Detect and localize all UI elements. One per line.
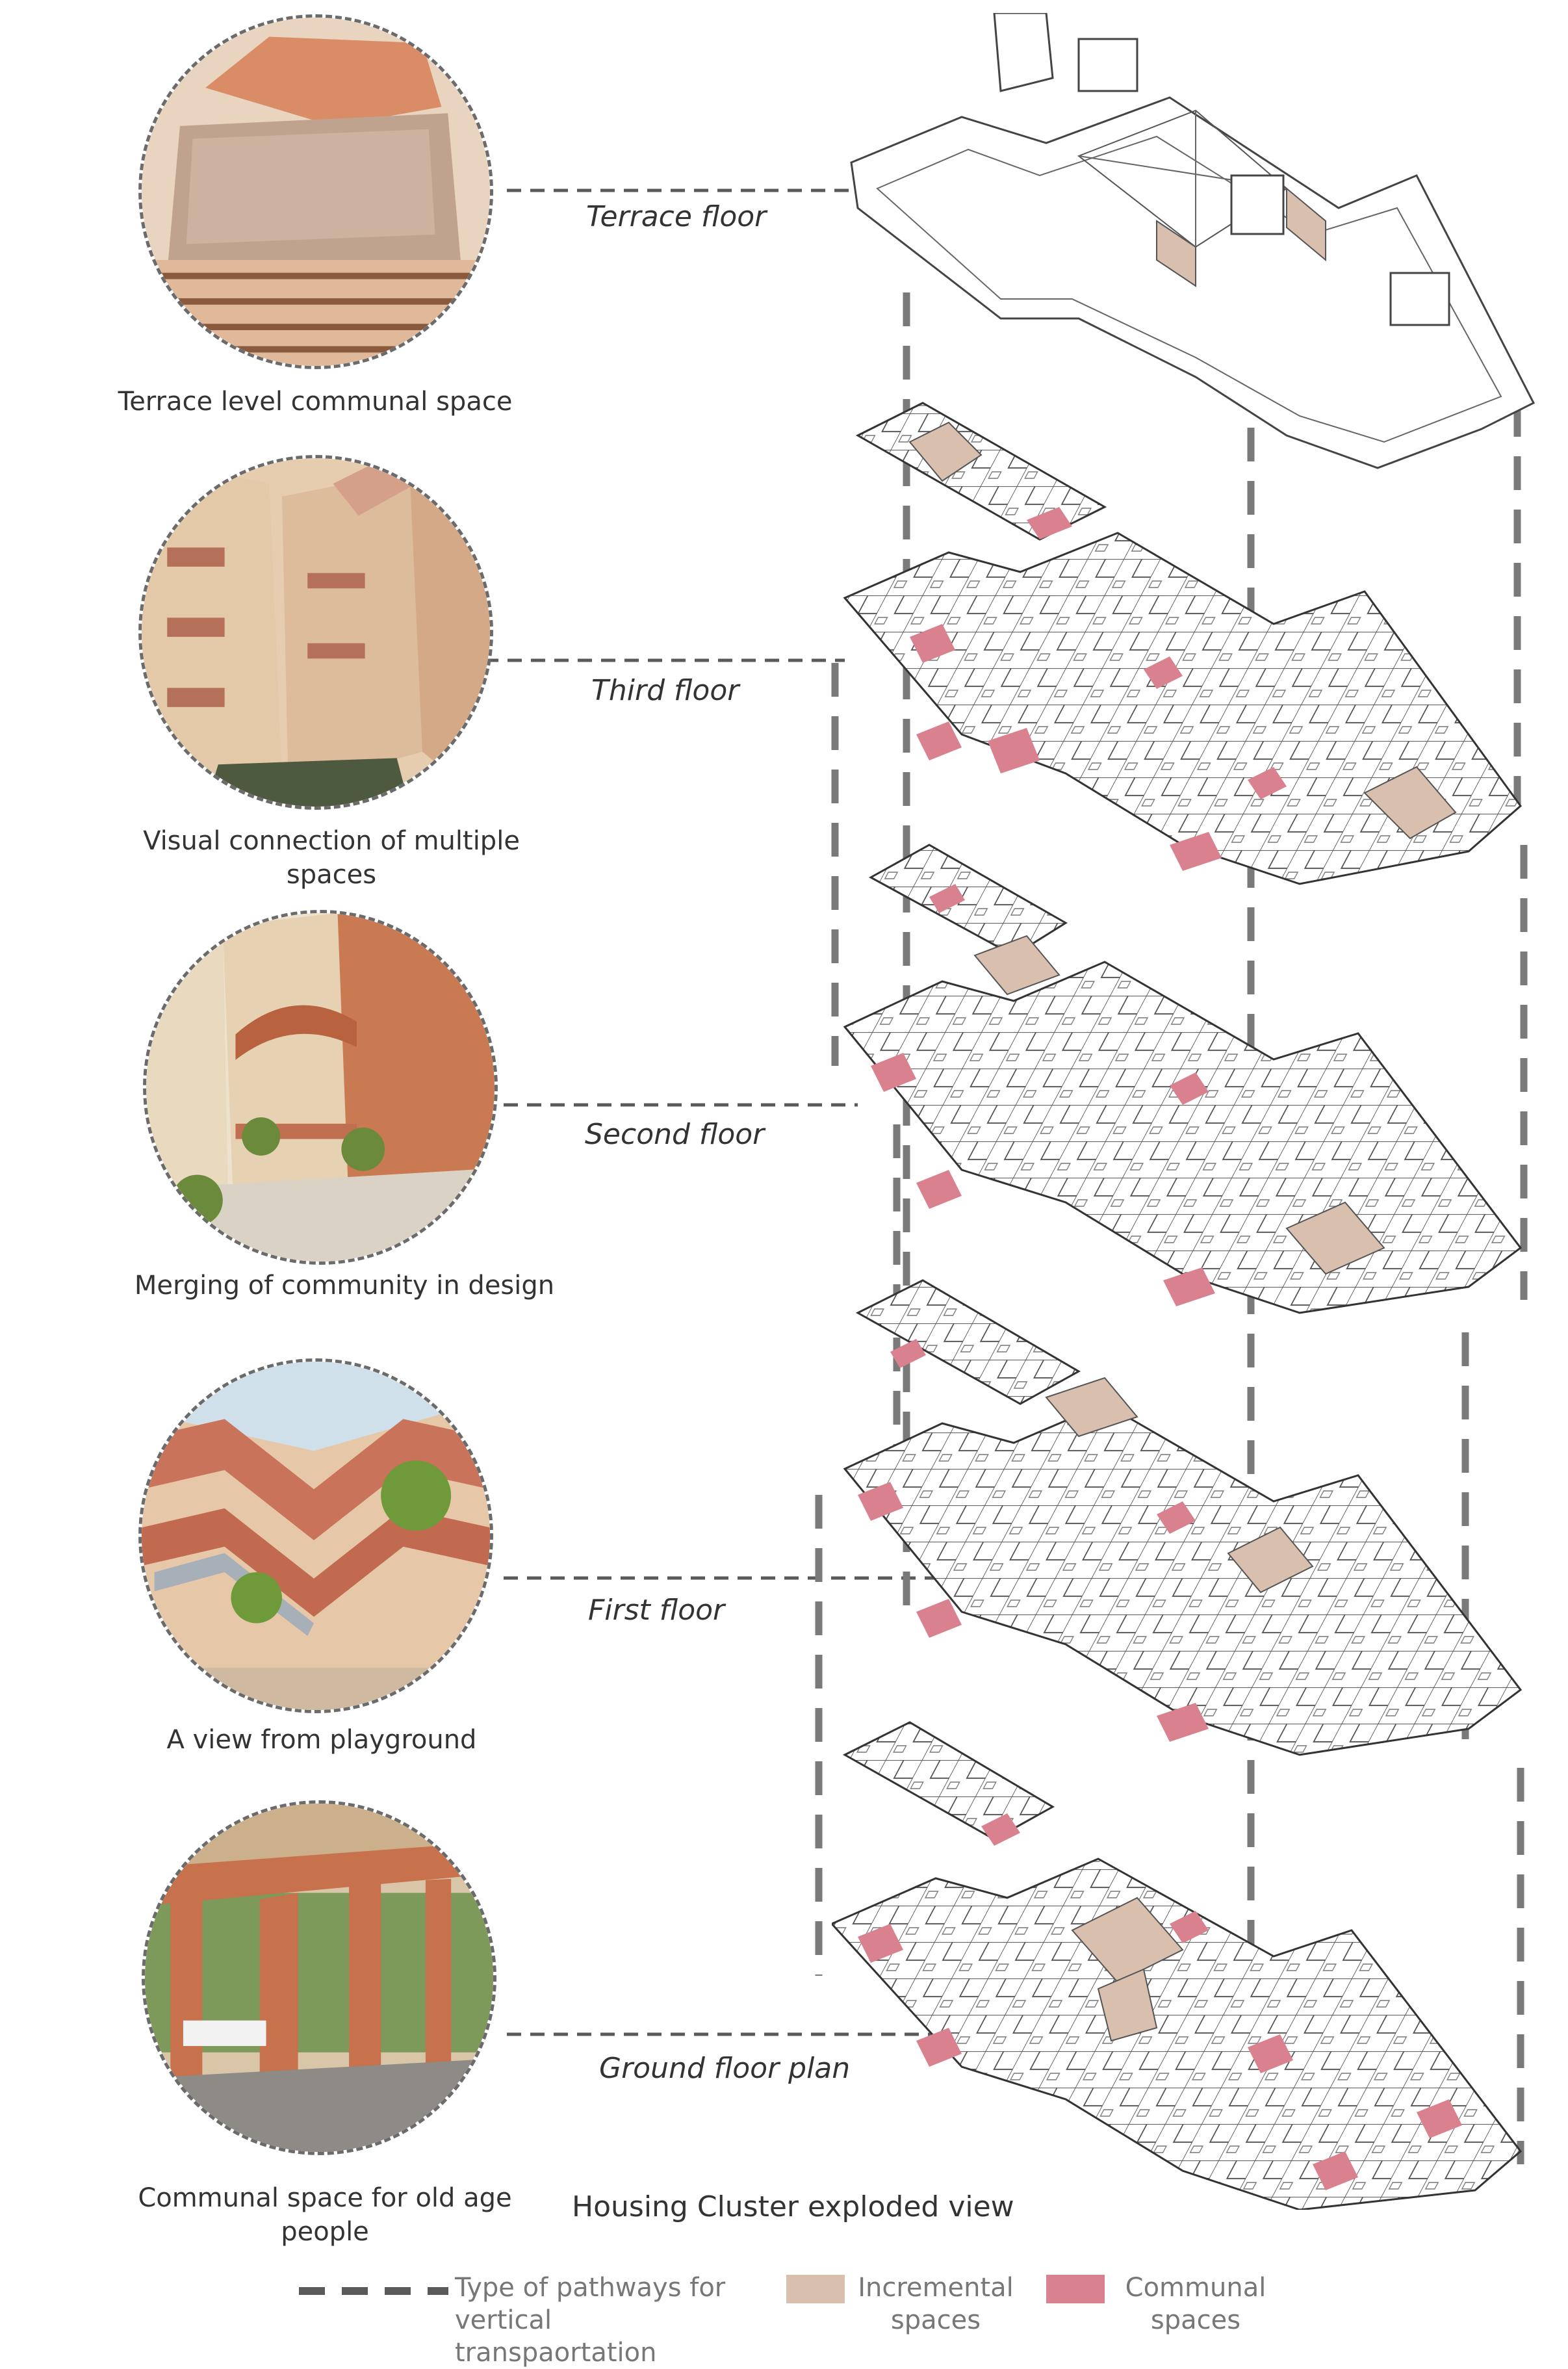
vignette-caption-ground: Communal space for old age people xyxy=(138,2183,512,2247)
ground-floor-plate xyxy=(832,1721,1523,2210)
vignette-third xyxy=(138,455,493,810)
third-floor-plate xyxy=(843,402,1523,885)
legend-communal-swatch xyxy=(1046,2275,1105,2303)
vignette-first xyxy=(138,1358,493,1713)
vignette-ground xyxy=(142,1800,496,2155)
floor-label-third: Third floor xyxy=(591,674,739,707)
legend-incremental-label: Incremental spaces xyxy=(858,2273,1014,2335)
diagram-title: Housing Cluster exploded view xyxy=(572,2190,1014,2223)
vignette-terrace xyxy=(138,14,493,369)
floor-label-second: Second floor xyxy=(585,1118,765,1151)
legend-incremental-swatch xyxy=(786,2275,845,2303)
vignette-caption-second: Merging of community in design xyxy=(134,1271,555,1301)
first-floor-plate xyxy=(843,1279,1523,1756)
exploded-axonometric xyxy=(832,13,1536,2210)
floor-label-ground: Ground floor plan xyxy=(599,2052,851,2085)
legend-pathway-label: Type of pathways for vertical transpaort… xyxy=(455,2273,726,2368)
vignette-caption-terrace: Terrace level communal space xyxy=(118,387,513,417)
second-floor-plate xyxy=(843,844,1523,1314)
legend-pathway-swatch xyxy=(299,2287,448,2295)
legend-communal-label: Communal spaces xyxy=(1125,2273,1266,2335)
floor-label-terrace: Terrace floor xyxy=(586,200,767,233)
vignette-second xyxy=(143,910,498,1265)
vignette-caption-first: A view from playground xyxy=(166,1725,477,1755)
vignette-caption-third: Visual connection of multiple spaces xyxy=(143,826,520,890)
floor-label-first: First floor xyxy=(588,1594,725,1627)
terrace-floor-plate xyxy=(850,13,1536,469)
